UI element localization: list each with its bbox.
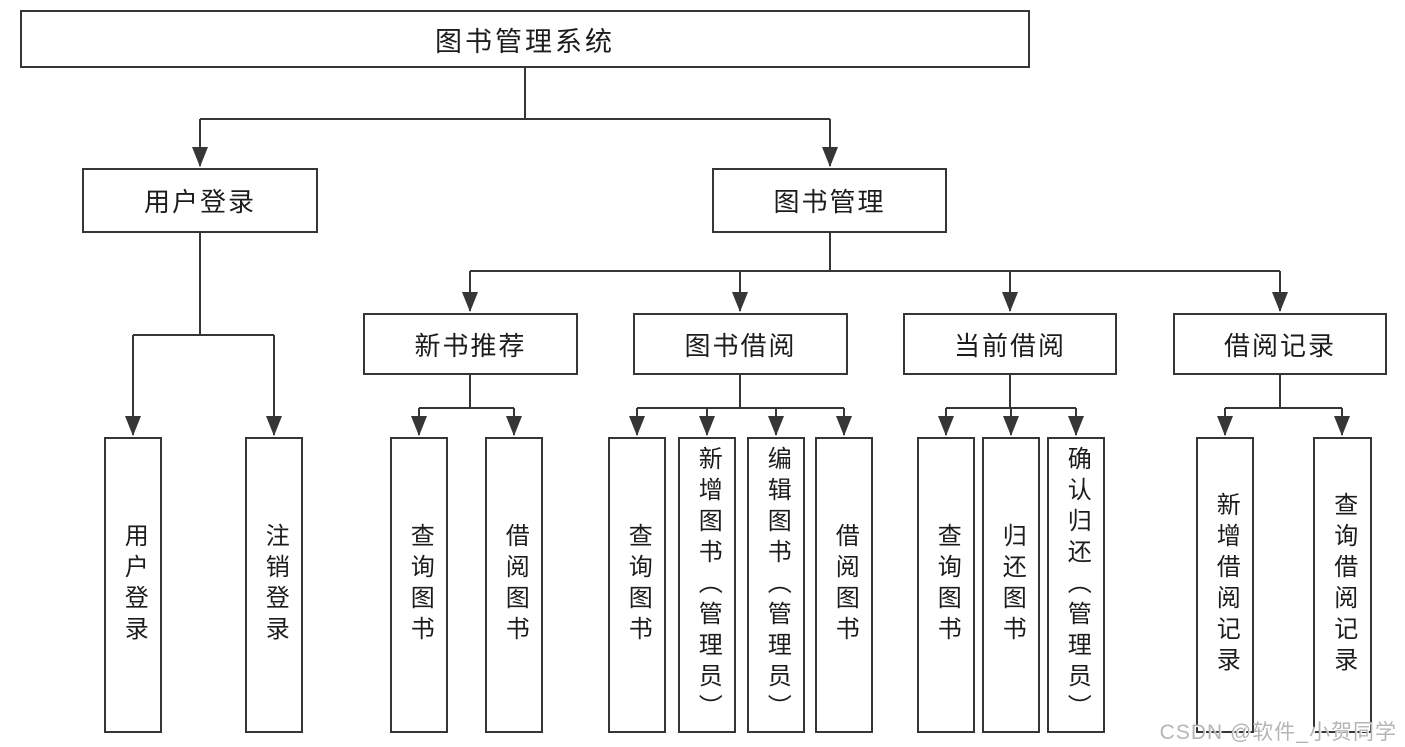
leaf-bb-add-books-admin-label: 新增图书（管理员） xyxy=(694,445,722,725)
watermark: CSDN @软件_小贺同学 xyxy=(1159,721,1397,744)
node-new-book-recommend: 新书推荐 xyxy=(363,313,578,375)
leaf-bb-borrow-books: 借阅图书 xyxy=(815,437,873,733)
leaf-cb-query-books: 查询图书 xyxy=(917,437,975,733)
leaf-nb-query-books-label: 查询图书 xyxy=(406,523,434,647)
leaf-cb-return-books-label: 归还图书 xyxy=(998,523,1026,647)
leaf-bb-add-books-admin: 新增图书（管理员） xyxy=(678,437,736,733)
node-book-borrow: 图书借阅 xyxy=(633,313,848,375)
leaf-nb-borrow-books-label: 借阅图书 xyxy=(501,523,529,647)
leaf-bb-query-books: 查询图书 xyxy=(608,437,666,733)
leaf-cb-query-books-label: 查询图书 xyxy=(933,523,961,647)
leaf-br-add-record-label: 新增借阅记录 xyxy=(1212,492,1240,678)
leaf-bb-edit-books-admin: 编辑图书（管理员） xyxy=(747,437,805,733)
leaf-user-login-label: 用户登录 xyxy=(120,523,148,647)
leaf-cb-confirm-return-admin: 确认归还（管理员） xyxy=(1047,437,1105,733)
node-current-borrow: 当前借阅 xyxy=(903,313,1117,375)
leaf-cb-return-books: 归还图书 xyxy=(982,437,1040,733)
node-book-borrow-label: 图书借阅 xyxy=(684,330,797,361)
leaf-nb-borrow-books: 借阅图书 xyxy=(485,437,543,733)
node-root-label: 图书管理系统 xyxy=(435,26,615,57)
leaf-logout: 注销登录 xyxy=(245,437,303,733)
leaf-cb-confirm-return-admin-label: 确认归还（管理员） xyxy=(1063,445,1091,725)
leaf-logout-label: 注销登录 xyxy=(261,523,289,647)
connector-root-trunk xyxy=(200,68,830,120)
node-root: 图书管理系统 xyxy=(20,10,1030,68)
node-book-management: 图书管理 xyxy=(712,168,947,233)
node-borrow-records-label: 借阅记录 xyxy=(1223,330,1336,361)
node-book-management-label: 图书管理 xyxy=(773,187,886,217)
leaf-bb-query-books-label: 查询图书 xyxy=(624,523,652,647)
connector-new-books-trunk xyxy=(419,375,514,409)
connector-book-management-trunk xyxy=(470,233,1280,272)
leaf-user-login: 用户登录 xyxy=(104,437,162,733)
connector-book-borrow-trunk xyxy=(637,375,844,409)
node-current-borrow-label: 当前借阅 xyxy=(953,330,1066,361)
node-borrow-records: 借阅记录 xyxy=(1173,313,1387,375)
connector-user-login-trunk xyxy=(133,233,274,336)
leaf-nb-query-books: 查询图书 xyxy=(390,437,448,733)
leaf-br-query-record-label: 查询借阅记录 xyxy=(1329,492,1357,678)
leaf-bb-edit-books-admin-label: 编辑图书（管理员） xyxy=(763,445,791,725)
node-user-login-label: 用户登录 xyxy=(143,187,256,217)
node-new-book-recommend-label: 新书推荐 xyxy=(414,330,527,361)
connector-borrow-records-trunk xyxy=(1225,375,1342,409)
connector-current-borrow-trunk xyxy=(946,375,1076,409)
leaf-br-add-record: 新增借阅记录 xyxy=(1196,437,1254,733)
leaf-br-query-record: 查询借阅记录 xyxy=(1313,437,1372,733)
leaf-bb-borrow-books-label: 借阅图书 xyxy=(831,523,859,647)
node-user-login: 用户登录 xyxy=(82,168,318,233)
